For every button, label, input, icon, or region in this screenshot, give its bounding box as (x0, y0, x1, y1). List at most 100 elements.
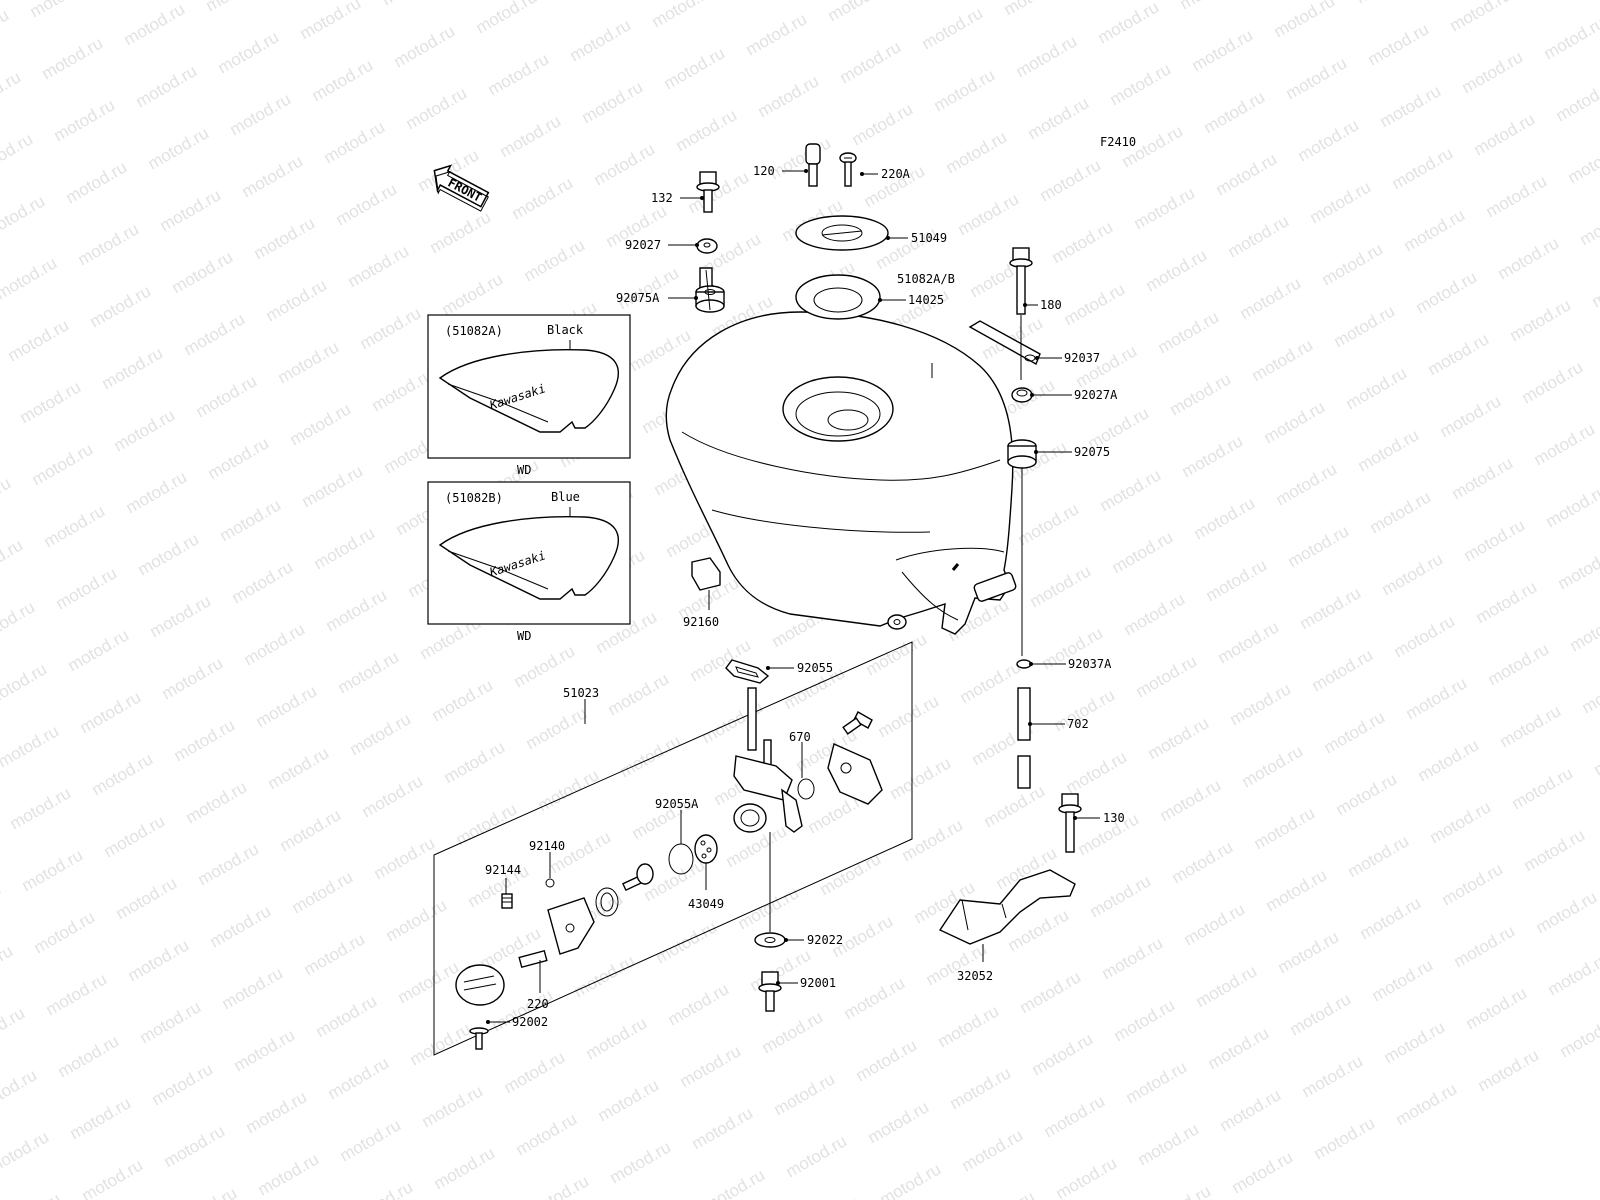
watermark-text: motod.ru (767, 133, 835, 183)
watermark-text: motod.ru (1215, 617, 1283, 667)
watermark-text: motod.ru (1475, 1045, 1543, 1095)
watermark-text: motod.ru (583, 1013, 651, 1063)
watermark-text: motod.ru (239, 151, 307, 201)
label-92144: 92144 (485, 863, 521, 877)
watermark-text: motod.ru (509, 173, 577, 223)
label-92037: 92037 (1064, 351, 1100, 365)
watermark-text: motod.ru (0, 659, 50, 709)
watermark-text: motod.ru (0, 5, 12, 55)
watermark-text: motod.ru (853, 1035, 921, 1085)
watermark-text: motod.ru (0, 879, 4, 929)
watermark-text: motod.ru (579, 77, 647, 127)
watermark-text: motod.ru (173, 1183, 241, 1200)
watermark-text: motod.ru (981, 781, 1049, 831)
watermark-text: motod.ru (241, 619, 309, 669)
watermark-text: motod.ru (665, 979, 733, 1029)
watermark-text: motod.ru (1179, 431, 1247, 481)
watermark-text: motod.ru (169, 247, 237, 297)
knob-tap (455, 964, 505, 1006)
watermark-text: motod.ru (5, 315, 73, 365)
watermark-text: motod.ru (947, 1063, 1015, 1113)
watermark-text: motod.ru (309, 55, 377, 105)
watermark-text: motod.ru (1439, 859, 1507, 909)
watermark-text: motod.ru (1237, 273, 1305, 323)
watermark-text: motod.ru (0, 1127, 52, 1177)
watermark-text: motod.ru (521, 235, 589, 285)
watermark-text: motod.ru (1217, 1085, 1285, 1135)
watermark-text: motod.ru (935, 1001, 1003, 1051)
watermark-text: motod.ru (1107, 59, 1175, 109)
watermark-text: motod.ru (689, 1103, 757, 1153)
inset-b-color: Blue (551, 490, 580, 504)
watermark-text: motod.ru (145, 123, 213, 173)
collar-702 (1017, 687, 1031, 789)
watermark-text: motod.ru (7, 783, 75, 833)
watermark-text: motod.ru (243, 1087, 311, 1137)
watermark-text: motod.ru (1145, 713, 1213, 763)
watermark-text: motod.ru (1533, 887, 1600, 937)
label-130: 130 (1103, 811, 1125, 825)
watermark-text: motod.ru (1425, 329, 1493, 379)
watermark-text: motod.ru (1193, 961, 1261, 1011)
label-92075: 92075 (1074, 445, 1110, 459)
o-ring-670 (797, 778, 815, 800)
part-labels: 120 220A 132 51049 92027 92075A 14025 18… (485, 164, 1125, 1029)
watermark-text: motod.ru (1287, 989, 1355, 1039)
watermark-text: motod.ru (263, 275, 331, 325)
label-32052: 32052 (957, 969, 993, 983)
watermark-text: motod.ru (299, 461, 367, 511)
watermark-text: motod.ru (1123, 1057, 1191, 1107)
watermark-text: motod.ru (1579, 667, 1600, 717)
watermark-text: motod.ru (1567, 605, 1600, 655)
bracket-32052 (938, 869, 1076, 945)
watermark-text: motod.ru (1203, 555, 1271, 605)
watermark-text: motod.ru (1531, 419, 1599, 469)
watermark-text: motod.ru (957, 657, 1025, 707)
reserve-plate (827, 743, 883, 805)
watermark-text: motod.ru (1307, 177, 1375, 227)
watermark-text: motod.ru (311, 523, 379, 573)
watermark-text: motod.ru (1483, 171, 1551, 221)
watermark-text: motod.ru (1577, 199, 1600, 249)
watermark-text: motod.ru (1377, 81, 1445, 131)
watermark-text: motod.ru (255, 1149, 323, 1199)
watermark-text: motod.ru (111, 405, 179, 455)
watermark-text: motod.ru (743, 9, 811, 59)
watermark-text: motod.ru (1205, 1023, 1273, 1073)
watermark-text: motod.ru (1529, 0, 1597, 1)
watermark-text: motod.ru (701, 1165, 769, 1200)
watermark-text: motod.ru (195, 839, 263, 889)
watermark-text: motod.ru (0, 1065, 40, 1115)
plate-tap (547, 897, 595, 955)
watermark-text: motod.ru (1283, 53, 1351, 103)
watermark-text: motod.ru (877, 1159, 945, 1200)
watermark-text: motod.ru (497, 111, 565, 161)
watermark-text: motod.ru (685, 167, 753, 217)
watermark-text: motod.ru (1261, 397, 1329, 447)
watermark-text: motod.ru (1275, 927, 1343, 977)
watermark-text: motod.ru (673, 105, 741, 155)
watermark-text: motod.ru (217, 495, 285, 545)
label-92022: 92022 (807, 933, 843, 947)
watermark-text: motod.ru (407, 1019, 475, 1069)
watermark-text: motod.ru (1109, 527, 1177, 577)
inset-a-color: Black (547, 323, 584, 337)
label-92027: 92027 (625, 238, 661, 252)
watermark-text: motod.ru (1095, 0, 1163, 47)
watermark-text: motod.ru (1249, 335, 1317, 385)
watermark-text: motod.ru (1519, 357, 1587, 407)
watermark-text: motod.ru (959, 1125, 1027, 1175)
watermark-text: motod.ru (171, 715, 239, 765)
watermark-text: motod.ru (0, 129, 36, 179)
watermark-text: motod.ru (1413, 267, 1481, 317)
watermark-text: motod.ru (1427, 797, 1495, 847)
watermark-text: motod.ru (555, 0, 623, 3)
washer-tap (595, 887, 619, 917)
watermark-text: motod.ru (325, 1053, 393, 1103)
watermark-text: motod.ru (735, 883, 803, 933)
watermark-text: motod.ru (441, 737, 509, 787)
watermark-text: motod.ru (41, 501, 109, 551)
watermark-text: motod.ru (429, 675, 497, 725)
watermark-text: motod.ru (1591, 729, 1600, 779)
watermark-text: motod.ru (335, 647, 403, 697)
